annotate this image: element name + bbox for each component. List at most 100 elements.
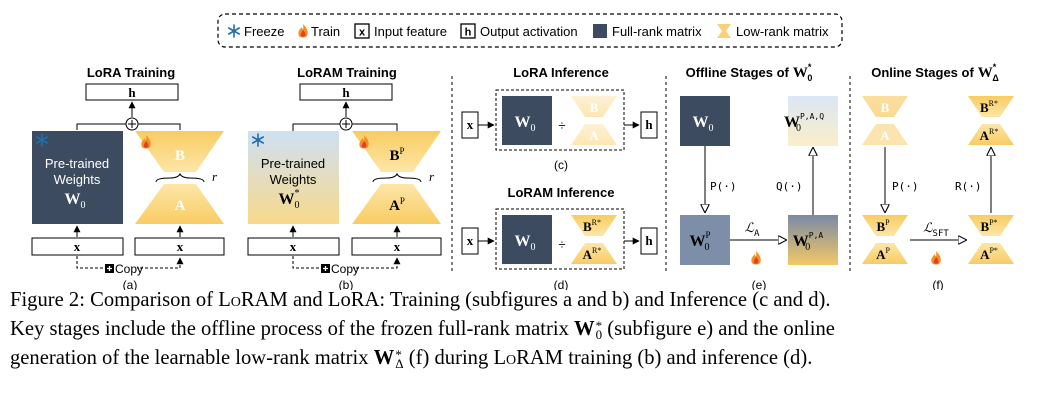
panel-c-plus: ÷	[558, 118, 565, 133]
panel-d-loram-inference: LoRAM Inference x W0 ÷ BR* AR* h (d)	[461, 185, 658, 290]
panel-f-label: (f)	[932, 278, 943, 290]
panel-c-b: B	[590, 100, 599, 115]
panel-b-ap: AP	[389, 196, 405, 214]
panel-b-label: (b)	[339, 278, 354, 290]
legend-freeze: Freeze	[244, 24, 284, 39]
panel-f-matrix-ars	[968, 124, 1014, 145]
caption-line-2: Key stages include the offline process o…	[10, 318, 835, 343]
panel-d-h-box	[640, 227, 658, 255]
panel-b-title: LoRAM Training	[297, 65, 397, 80]
legend-h-symbol: h	[465, 27, 472, 39]
panel-a-matrix-a	[135, 184, 224, 224]
panel-d-h: h	[645, 233, 653, 248]
panel-b-pruned-weights	[248, 131, 339, 224]
panel-c-matrix-a	[571, 124, 617, 145]
panel-e-w0pa-matrix	[788, 215, 838, 265]
panel-c-x: x	[467, 117, 474, 132]
panel-f-loss: ℒSFT	[923, 220, 949, 239]
input-feature-icon	[354, 23, 370, 39]
panel-f-matrix-bp	[862, 215, 908, 236]
panel-b-copy: Copy	[331, 262, 359, 276]
panel-e-flame-icon	[751, 251, 761, 265]
panel-a-h: h	[128, 85, 136, 100]
panel-c-matrix-b	[571, 96, 617, 117]
panel-b-h: h	[342, 85, 350, 100]
panel-b-x-right: x	[394, 239, 401, 254]
panel-d-a: AR*	[583, 246, 602, 262]
panel-b-matrix-ap	[352, 184, 441, 224]
panel-b-h-box	[299, 83, 393, 101]
panel-a-x-box-right	[134, 237, 225, 256]
panel-d-title: LoRAM Inference	[508, 185, 615, 200]
legend-x-symbol: x	[359, 27, 366, 39]
panel-c-label: (c)	[554, 158, 568, 172]
legend-output-activation: Output activation	[480, 24, 578, 39]
panel-e-w0p-matrix	[680, 215, 730, 265]
legend-full-rank: Full-rank matrix	[612, 24, 702, 39]
panel-a-copy: Copy	[115, 262, 143, 276]
legend-low-rank: Low-rank matrix	[736, 24, 829, 39]
panel-d-merge-frame	[495, 208, 625, 270]
panel-f-brs: BR*	[980, 99, 998, 115]
panel-d-label: (d)	[554, 278, 569, 290]
panel-b-pretrained-2: Weights	[270, 172, 317, 187]
panel-f-matrix-a	[862, 124, 908, 145]
panel-c-title: LoRA Inference	[513, 65, 609, 80]
panel-c-full-rank	[502, 96, 552, 145]
panel-b-x-box-right	[351, 237, 442, 256]
panel-b-bp: BP	[389, 146, 404, 164]
legend-frame	[217, 13, 843, 48]
panel-a-lora-training: LoRA Training h Pre-trained Weights W0 B…	[31, 65, 225, 290]
low-rank-icon	[717, 24, 731, 38]
panel-b-x-box-left	[247, 237, 340, 256]
panel-d-w0: W0	[515, 233, 536, 253]
panel-c-merge-frame	[495, 89, 625, 151]
legend-input-feature: Input feature	[374, 24, 447, 39]
panel-c-w0: W0	[515, 114, 536, 134]
panel-e-label: (e)	[752, 278, 767, 290]
panel-d-matrix-b	[571, 215, 617, 236]
panel-e-q-op: Q(·)	[776, 180, 803, 193]
caption-line-3: generation of the learnable low-rank mat…	[10, 347, 813, 372]
panel-f-matrix-aps	[968, 243, 1014, 264]
panel-a-matrix-b	[135, 131, 224, 172]
panel-c-h: h	[645, 117, 653, 132]
panel-f-ap: AP	[876, 246, 890, 262]
panel-a-x-box-left	[31, 237, 124, 256]
panel-e-w0: W0	[693, 114, 714, 134]
panel-b-matrix-bp	[352, 131, 441, 172]
panel-d-plus: ÷	[558, 237, 565, 252]
panel-a-title: LoRA Training	[87, 65, 175, 80]
legend-train: Train	[311, 24, 340, 39]
panel-f-matrix-bps	[968, 215, 1014, 236]
panel-f-r-op: R(·)	[955, 180, 982, 193]
legend: Freeze Train x Input feature h Output ac…	[217, 13, 843, 48]
panel-f-ars: AR*	[980, 127, 999, 143]
panel-b-pretrained-1: Pre-trained	[261, 156, 325, 171]
panel-f-b: B	[881, 100, 890, 115]
panel-a-full-rank-weights	[32, 131, 123, 224]
panel-c-a: A	[589, 128, 599, 143]
figure-caption: Figure 2: Comparison of LoRAM and LoRA: …	[10, 286, 1056, 373]
panel-b-loram-training: LoRAM Training h Pre-trained Weights W*0…	[247, 65, 442, 290]
panel-e-w0paq-matrix	[788, 96, 838, 146]
panel-a-r: r	[212, 169, 218, 184]
caption-line-1: Figure 2: Comparison of LoRAM and LoRA: …	[10, 289, 831, 311]
panel-f-matrix-ap	[862, 243, 908, 264]
caption-loram: LoRAM	[218, 289, 288, 311]
panel-c-h-box	[640, 111, 658, 139]
panel-a-x-left: x	[74, 239, 81, 254]
panel-a-a: A	[175, 198, 186, 214]
panel-a-pretrained-1: Pre-trained	[45, 156, 109, 171]
panel-b-r: r	[429, 169, 435, 184]
panel-d-x: x	[467, 233, 474, 248]
panel-a-b: B	[175, 148, 185, 164]
panel-a-h-box	[85, 83, 179, 101]
panel-f-bps: BP*	[980, 218, 997, 234]
panel-d-matrix-a	[571, 243, 617, 264]
